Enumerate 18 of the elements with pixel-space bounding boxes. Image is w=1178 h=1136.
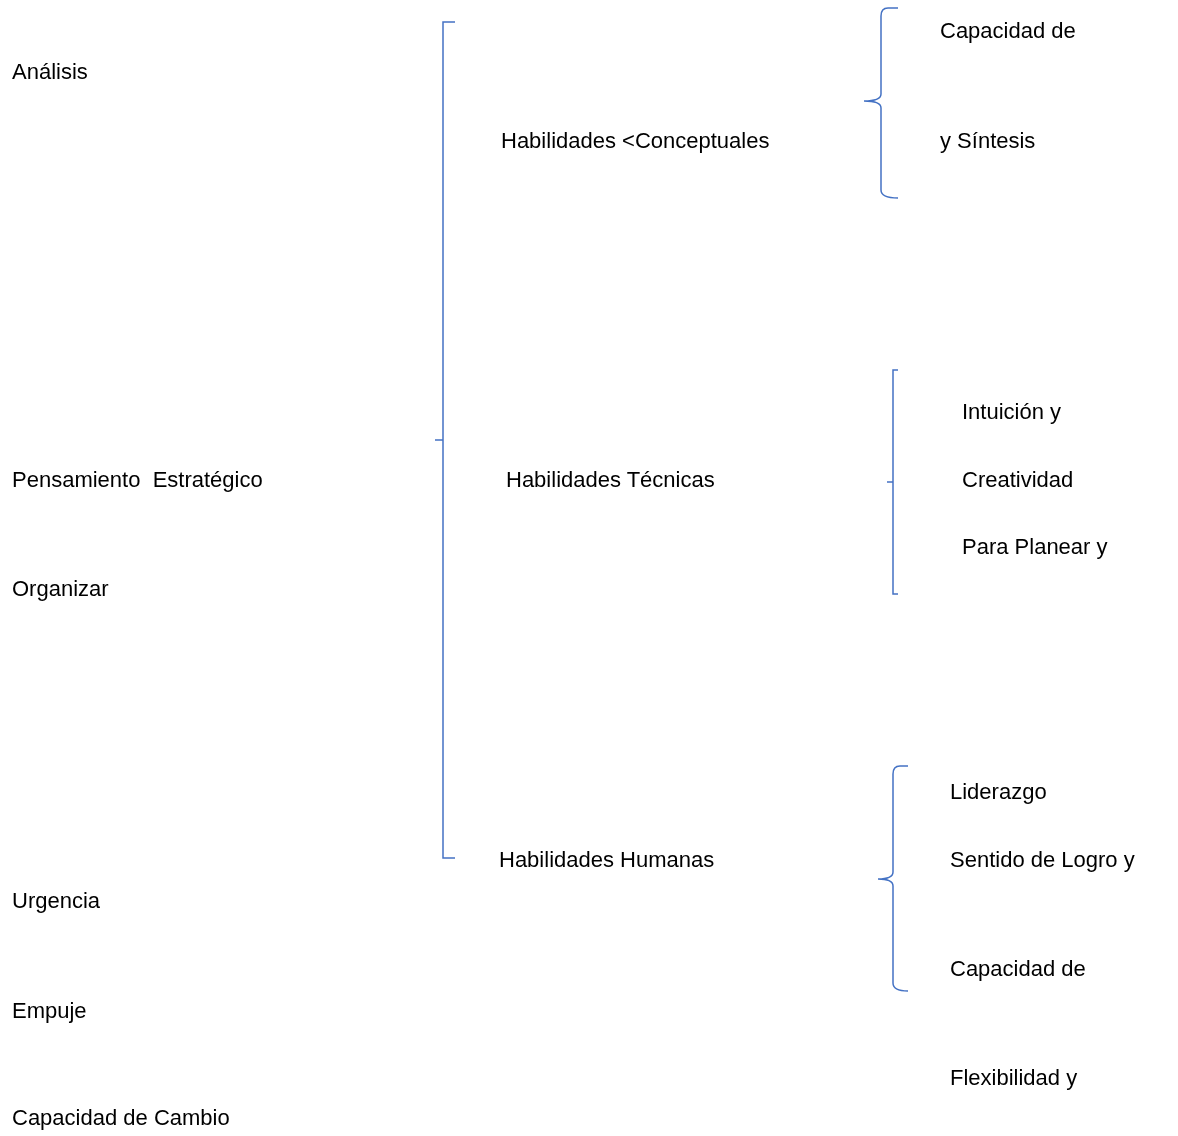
text-label: Organizar	[12, 575, 109, 603]
text-label: Empuje	[12, 997, 87, 1025]
text-label: Liderazgo	[950, 778, 1047, 806]
text-label: Flexibilidad y	[950, 1064, 1078, 1092]
text-label: Pensamiento Estratégico	[12, 466, 263, 494]
text-label: Sentido de Logro y	[950, 846, 1135, 874]
text-label: Capacidad de	[950, 955, 1086, 983]
text-label: Creatividad	[962, 466, 1074, 494]
text-label: Capacidad de Cambio	[12, 1104, 230, 1132]
text-label: Para Planear y	[962, 533, 1108, 561]
text-label: Habilidades Técnicas	[506, 466, 715, 494]
text-label: Intuición y	[962, 398, 1062, 426]
text-label: Urgencia	[12, 887, 101, 915]
text-label: Habilidades Humanas	[499, 846, 715, 874]
text-label: Habilidades <Conceptuales	[501, 127, 770, 155]
text-label: y Síntesis	[940, 127, 1036, 155]
text-label: Capacidad de	[940, 17, 1076, 45]
text-label: Análisis	[12, 58, 88, 86]
